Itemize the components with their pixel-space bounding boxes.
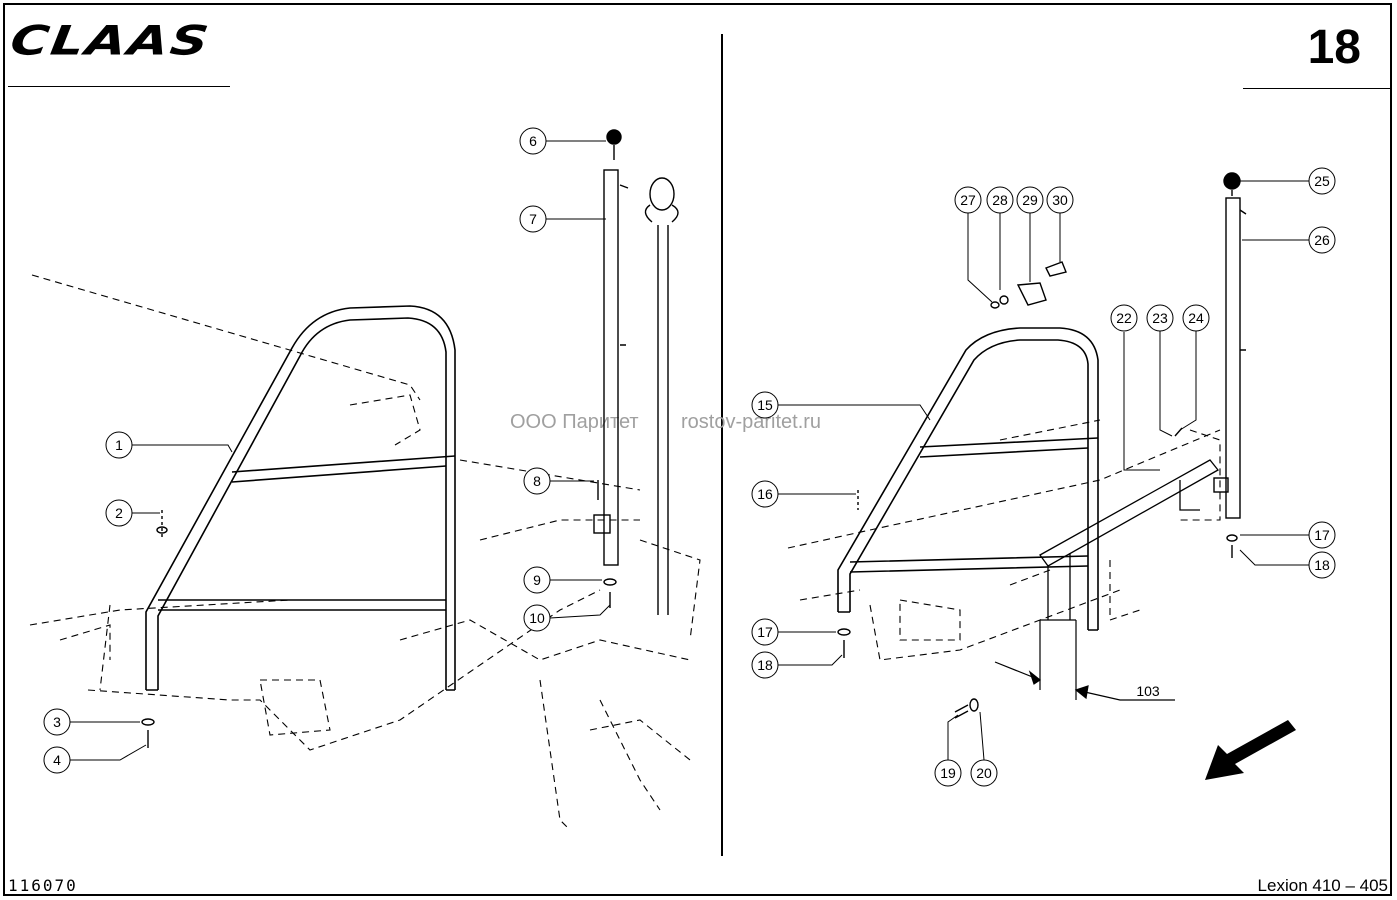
drawing-number: 116070 bbox=[8, 876, 78, 895]
sheet-border bbox=[3, 3, 1392, 896]
svg-text:2: 2 bbox=[115, 505, 123, 521]
right-post bbox=[1213, 197, 1247, 519]
left-machine-outline bbox=[29, 274, 701, 831]
callout-9: 9 bbox=[523, 566, 551, 594]
callout-balloons: 1 2 3 4 6 7 8 9 10 15 16 17 18 19 20 22 … bbox=[43, 127, 1336, 787]
right-view bbox=[778, 172, 1310, 780]
callout-22: 22 bbox=[1110, 304, 1138, 332]
model-label: Lexion 410 – 405 bbox=[1257, 876, 1388, 895]
left-leader-lines bbox=[70, 140, 611, 761]
svg-text:17: 17 bbox=[1314, 527, 1330, 543]
callout-26: 26 bbox=[1308, 226, 1336, 254]
svg-text:8: 8 bbox=[533, 473, 541, 489]
svg-text:3: 3 bbox=[53, 714, 61, 730]
callout-6: 6 bbox=[519, 127, 547, 155]
callout-25: 25 bbox=[1308, 167, 1336, 195]
svg-text:23: 23 bbox=[1152, 310, 1168, 326]
svg-text:24: 24 bbox=[1188, 310, 1204, 326]
callout-2: 2 bbox=[105, 499, 133, 527]
svg-text:17: 17 bbox=[757, 624, 773, 640]
callout-3: 3 bbox=[43, 708, 71, 736]
svg-text:10: 10 bbox=[529, 610, 545, 626]
callout-8: 8 bbox=[523, 467, 551, 495]
left-roll-bar-frame bbox=[145, 305, 456, 691]
svg-text:26: 26 bbox=[1314, 232, 1330, 248]
svg-text:27: 27 bbox=[960, 192, 976, 208]
svg-text:18: 18 bbox=[1314, 557, 1330, 573]
right-fasteners bbox=[837, 172, 1241, 719]
dimension-103 bbox=[994, 620, 1175, 701]
center-divider bbox=[721, 34, 723, 856]
callout-15: 15 bbox=[751, 391, 779, 419]
callout-27: 27 bbox=[954, 186, 982, 214]
svg-text:18: 18 bbox=[757, 657, 773, 673]
svg-text:29: 29 bbox=[1022, 192, 1038, 208]
callout-4: 4 bbox=[43, 746, 71, 774]
svg-text:7: 7 bbox=[529, 211, 537, 227]
left-view bbox=[29, 129, 701, 831]
callout-29: 29 bbox=[1016, 186, 1044, 214]
left-fasteners bbox=[141, 129, 622, 748]
callout-7: 7 bbox=[519, 205, 547, 233]
left-posts bbox=[593, 169, 679, 615]
svg-text:1: 1 bbox=[115, 437, 123, 453]
svg-text:16: 16 bbox=[757, 486, 773, 502]
right-leader-lines bbox=[778, 180, 1310, 761]
callout-28: 28 bbox=[986, 186, 1014, 214]
right-roll-bar-frame bbox=[837, 327, 1099, 631]
svg-text:4: 4 bbox=[53, 752, 61, 768]
svg-text:20: 20 bbox=[976, 765, 992, 781]
svg-text:28: 28 bbox=[992, 192, 1008, 208]
svg-text:30: 30 bbox=[1052, 192, 1068, 208]
page-number-underline bbox=[1243, 88, 1391, 89]
svg-text:15: 15 bbox=[757, 397, 773, 413]
svg-text:22: 22 bbox=[1116, 310, 1132, 326]
callout-18-right: 18 bbox=[1308, 551, 1336, 579]
callout-19: 19 bbox=[934, 759, 962, 787]
callout-17-left: 17 bbox=[751, 618, 779, 646]
right-machine-outline bbox=[787, 419, 1221, 661]
callout-1: 1 bbox=[105, 431, 133, 459]
watermark-site: rostov-paritet.ru bbox=[681, 411, 822, 433]
callout-20: 20 bbox=[970, 759, 998, 787]
callout-10: 10 bbox=[523, 604, 551, 632]
svg-text:6: 6 bbox=[529, 133, 537, 149]
svg-text:25: 25 bbox=[1314, 173, 1330, 189]
callout-24: 24 bbox=[1182, 304, 1210, 332]
callout-23: 23 bbox=[1146, 304, 1174, 332]
right-step-bracket bbox=[1039, 459, 1219, 621]
callout-16: 16 bbox=[751, 480, 779, 508]
page-number: 18 bbox=[1307, 21, 1361, 74]
logo-underline bbox=[8, 86, 230, 87]
callout-18-left: 18 bbox=[751, 651, 779, 679]
svg-text:19: 19 bbox=[940, 765, 956, 781]
callout-30: 30 bbox=[1046, 186, 1074, 214]
callout-17-right: 17 bbox=[1308, 521, 1336, 549]
direction-arrow-icon bbox=[1205, 720, 1296, 780]
dimension-label: 103 bbox=[1136, 683, 1160, 699]
watermark-company: ООО Паритет bbox=[510, 411, 639, 433]
svg-text:9: 9 bbox=[533, 572, 541, 588]
